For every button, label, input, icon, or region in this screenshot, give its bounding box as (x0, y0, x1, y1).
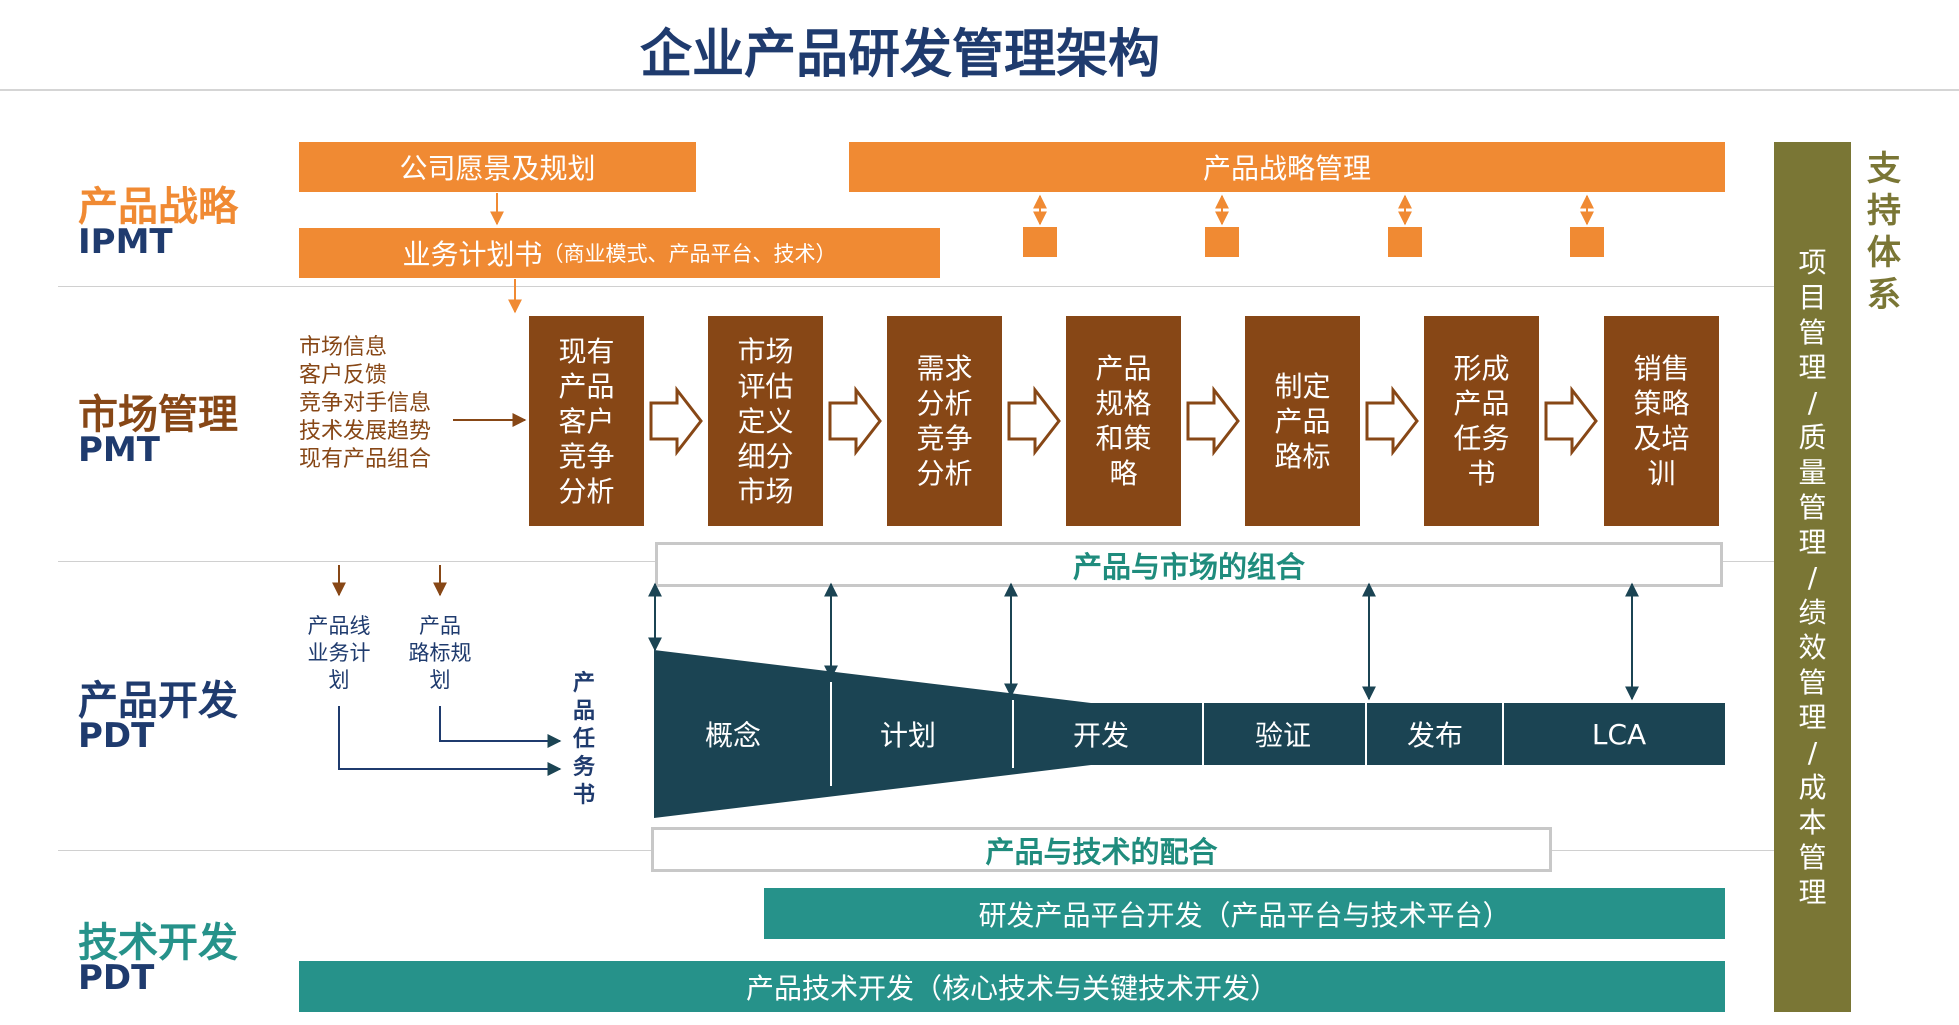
stage-plan: 计划 (879, 719, 936, 752)
layer-label-pdt-cn: 产品开发 (78, 678, 238, 724)
step-arrows (649, 385, 1598, 457)
market-input-item: 技术发展趋势 (299, 419, 432, 444)
product-tech-box: 产品与技术的配合 (651, 827, 1552, 872)
step-arrow-1 (649, 385, 703, 457)
strategy-node-3 (1388, 227, 1422, 257)
market-step-3: 需求 分析 竞争 分析 (887, 316, 1002, 526)
stage-verify: 验证 (1254, 719, 1311, 752)
market-input-item: 市场信息 (299, 335, 388, 360)
strategy-node-1 (1023, 227, 1057, 257)
strategy-node-4 (1570, 227, 1604, 257)
layer-label-ipmt-cn: 产品战略 (78, 184, 238, 230)
stage-concept: 概念 (704, 719, 761, 752)
strategy-management-bar: 产品战略管理 (849, 142, 1725, 192)
market-step-7: 销售 策略 及培 训 (1604, 316, 1719, 526)
market-step-4: 产品 规格 和策 略 (1066, 316, 1181, 526)
platform-dev-bar: 研发产品平台开发（产品平台与技术平台） (764, 888, 1725, 939)
page-title: 企业产品研发管理架构 (639, 25, 1160, 85)
support-title: 支 持 体 系 (1867, 149, 1901, 315)
step-arrow-6 (1544, 385, 1598, 457)
layer-label-pmt-cn: 市场管理 (78, 392, 238, 438)
market-input-item: 竞争对手信息 (299, 391, 432, 416)
step-arrow-3 (1007, 385, 1061, 457)
roadmap-to-charter-arrow (439, 706, 562, 748)
layer-label-pmt-en: PMT (78, 430, 160, 470)
support-bar: 项 目 管 理 / 质 量 管 理 / 绩 效 管 理 / 成 本 管 理 (1774, 142, 1851, 1012)
line-plan-to-charter-arrow (338, 706, 562, 776)
stage-bar (1088, 703, 1725, 765)
stage-release: 发布 (1406, 719, 1463, 752)
title-rule (0, 89, 1959, 91)
layer-label-ipmt-en: IPMT (78, 222, 173, 262)
business-plan-note: （商业模式、产品平台、技术） (542, 242, 837, 266)
layer-label-tdt-en: PDT (78, 958, 155, 998)
product-charter-text: 产 品 任 务 书 (572, 671, 595, 808)
stage-separators (830, 682, 1504, 786)
business-plan-bar: 业务计划书 （商业模式、产品平台、技术） (299, 228, 940, 278)
divider-ipmt-pmt (58, 286, 1778, 287)
market-step-1: 现有 产品 客户 竞争 分析 (529, 316, 644, 526)
core-tech-dev-bar: 产品技术开发（核心技术与关键技术开发） (299, 961, 1725, 1012)
product-line-plan-text: 产品线 业务计 划 (307, 614, 371, 692)
market-step-2: 市场 评估 定义 细分 市场 (708, 316, 823, 526)
product-roadmap-text: 产品 路标规 划 (408, 614, 472, 692)
stage-funnel (654, 650, 1091, 818)
layer-label-tdt-cn: 技术开发 (78, 920, 238, 966)
step-arrow-2 (828, 385, 882, 457)
market-step-6: 形成 产品 任务 书 (1424, 316, 1539, 526)
market-input-list: 市场信息 客户反馈 竞争对手信息 技术发展趋势 现有产品组合 (299, 334, 431, 474)
stage-lca: LCA (1591, 717, 1647, 751)
vision-bar: 公司愿景及规划 (299, 142, 696, 192)
market-input-item: 现有产品组合 (299, 447, 432, 472)
step-arrow-4 (1186, 385, 1240, 457)
market-input-item: 客户反馈 (299, 363, 388, 388)
stage-develop: 开发 (1072, 719, 1129, 752)
business-plan-label: 业务计划书 (402, 238, 543, 271)
step-arrow-5 (1365, 385, 1419, 457)
market-step-5: 制定 产品 路标 (1245, 316, 1360, 526)
product-market-box: 产品与市场的组合 (655, 542, 1723, 587)
strategy-node-2 (1205, 227, 1239, 257)
layer-label-pdt-en: PDT (78, 716, 155, 756)
